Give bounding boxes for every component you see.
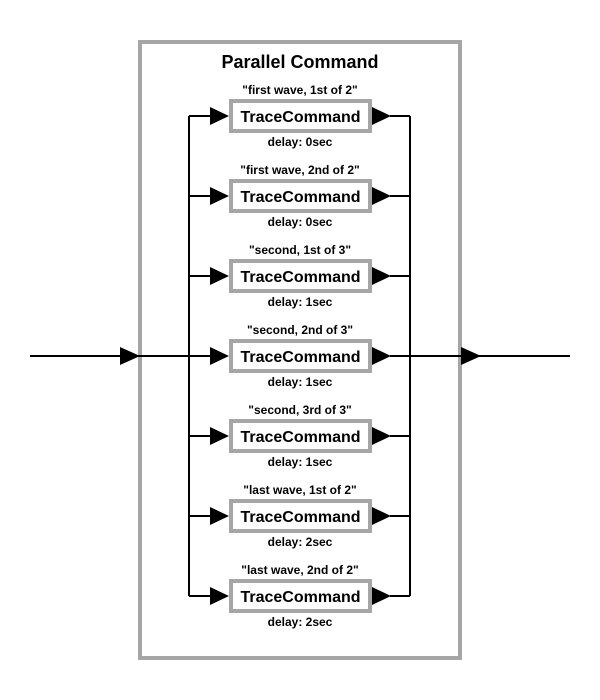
input-arrowhead — [120, 347, 140, 365]
branch-in-arrowhead — [210, 347, 229, 365]
command-node: "first wave, 2nd of 2" TraceCommand delay:… — [189, 163, 410, 229]
trace-command-box — [229, 259, 372, 293]
command-caption: "second, 2nd of 3" — [247, 323, 353, 337]
command-delay: delay: 1sec — [268, 375, 333, 389]
command-delay: delay: 2sec — [268, 615, 333, 629]
branch-out-arrowhead — [372, 267, 391, 285]
command-label: TraceCommand — [240, 189, 360, 206]
branch-in-arrowhead — [210, 107, 229, 125]
command-caption: "first wave, 1st of 2" — [242, 83, 357, 97]
command-label: TraceCommand — [240, 109, 360, 126]
command-label: TraceCommand — [240, 429, 360, 446]
branch-out-arrowhead — [372, 107, 391, 125]
command-delay: delay: 0sec — [268, 135, 333, 149]
branch-in-arrowhead — [210, 507, 229, 525]
command-node: "last wave, 1st of 2" TraceCommand delay: … — [189, 483, 410, 549]
trace-command-box — [229, 499, 372, 533]
trace-command-box — [229, 99, 372, 133]
command-label: TraceCommand — [240, 269, 360, 286]
output-arrowhead — [461, 347, 481, 365]
branch-out-arrowhead — [372, 187, 391, 205]
trace-command-box — [229, 419, 372, 453]
branch-in-arrowhead — [210, 187, 229, 205]
command-node: "last wave, 2nd of 2" TraceCommand delay: … — [189, 563, 410, 629]
branch-out-arrowhead — [372, 587, 391, 605]
trace-command-box — [229, 579, 372, 613]
command-caption: "last wave, 2nd of 2" — [241, 563, 358, 577]
command-delay: delay: 1sec — [268, 455, 333, 469]
branch-in-arrowhead — [210, 587, 229, 605]
command-caption: "last wave, 1st of 2" — [243, 483, 356, 497]
command-node: "second, 3rd of 3" TraceCommand delay: 1se… — [189, 403, 410, 469]
command-label: TraceCommand — [240, 349, 360, 366]
command-delay: delay: 2sec — [268, 535, 333, 549]
command-delay: delay: 1sec — [268, 295, 333, 309]
command-label: TraceCommand — [240, 589, 360, 606]
command-caption: "second, 3rd of 3" — [248, 403, 351, 417]
branch-out-arrowhead — [372, 507, 391, 525]
branch-in-arrowhead — [210, 267, 229, 285]
branch-out-arrowhead — [372, 427, 391, 445]
command-label: TraceCommand — [240, 509, 360, 526]
command-node: "second, 2nd of 3" TraceCommand delay: 1se… — [189, 323, 410, 389]
command-node: "first wave, 1st of 2" TraceCommand delay:… — [189, 83, 410, 149]
branch-in-arrowhead — [210, 427, 229, 445]
command-list: "first wave, 1st of 2" TraceCommand delay:… — [189, 83, 410, 629]
trace-command-box — [229, 339, 372, 373]
command-caption: "second, 1st of 3" — [249, 243, 351, 257]
diagram-title: Parallel Command — [221, 52, 378, 72]
trace-command-box — [229, 179, 372, 213]
command-node: "second, 1st of 3" TraceCommand delay: 1se… — [189, 243, 410, 309]
command-delay: delay: 0sec — [268, 215, 333, 229]
branch-out-arrowhead — [372, 347, 391, 365]
command-caption: "first wave, 2nd of 2" — [240, 163, 359, 177]
